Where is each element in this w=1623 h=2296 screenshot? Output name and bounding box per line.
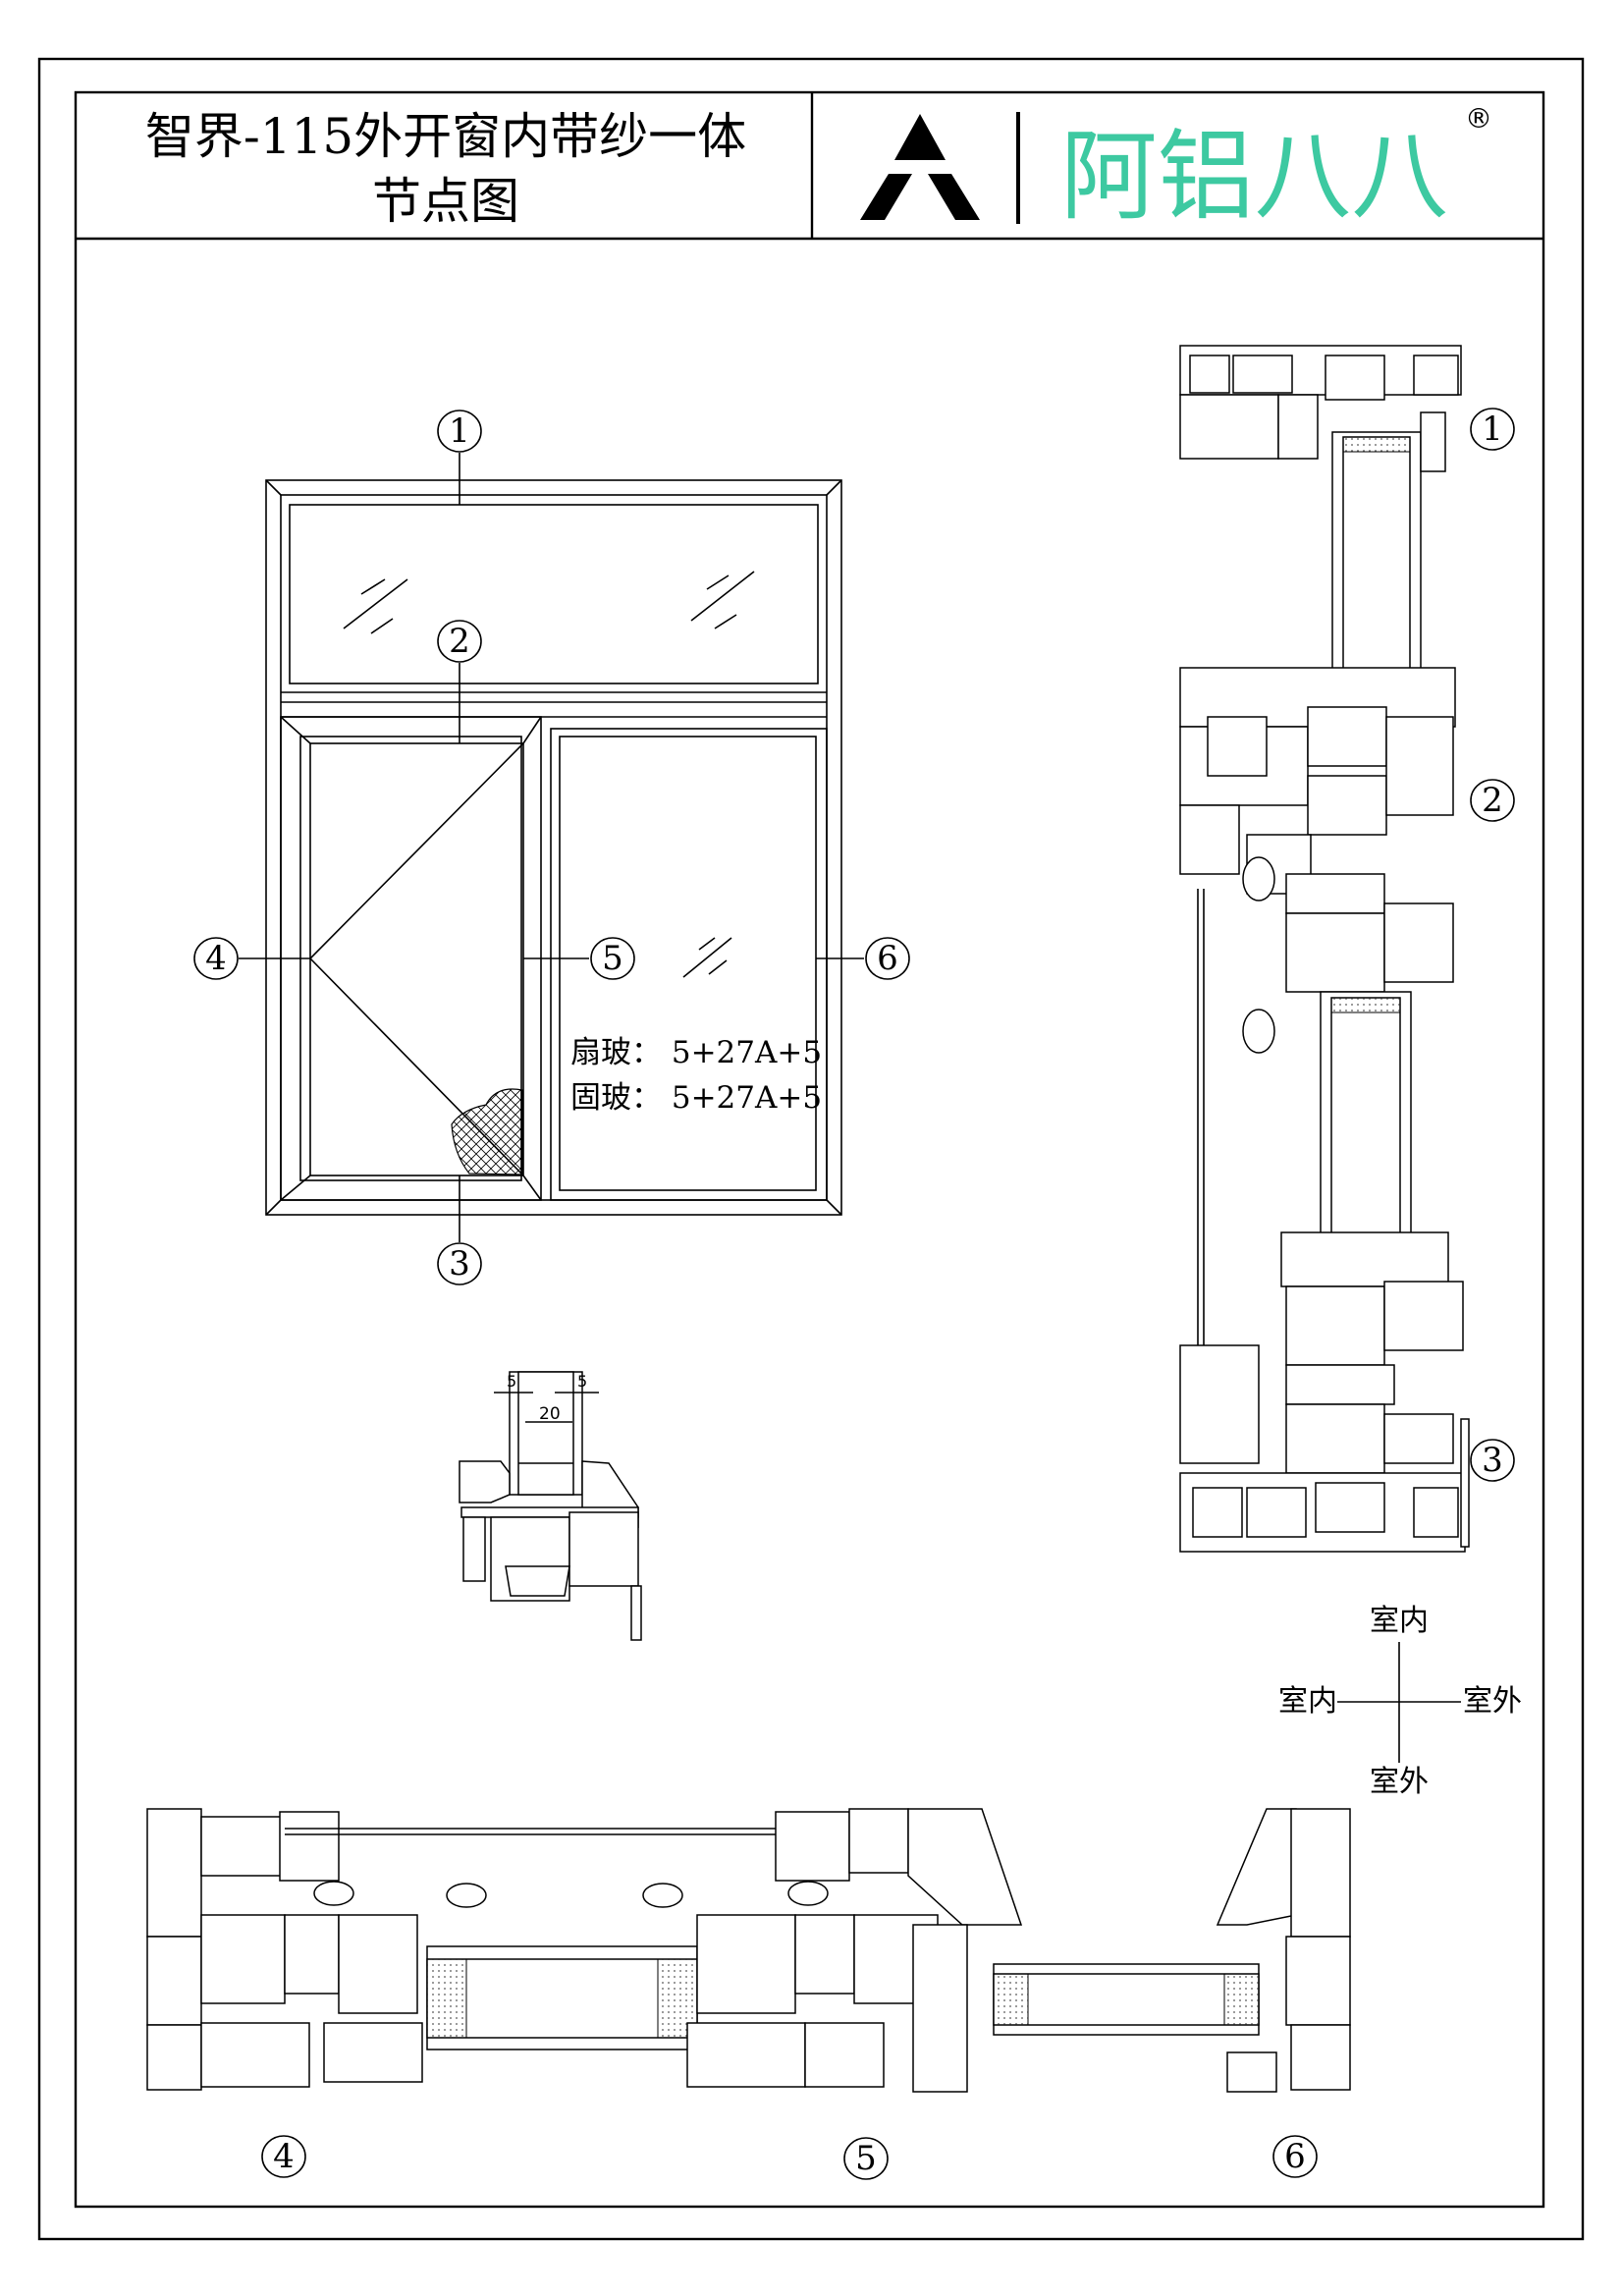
dimension-left: 5 — [507, 1372, 516, 1391]
svg-text:4: 4 — [205, 939, 227, 978]
logo-registered-mark: ® — [1465, 102, 1492, 135]
svg-text:1: 1 — [1482, 410, 1503, 449]
orientation-right-label: 室外 — [1463, 1684, 1522, 1719]
callout-3: 3 — [1470, 1439, 1515, 1482]
vertical-section-callouts: 1 2 3 — [1470, 408, 1515, 1482]
vertical-section — [1179, 345, 1470, 1553]
inner-border — [74, 90, 1545, 2209]
insect-screen-mesh — [451, 1088, 523, 1175]
sash-glass-spec: 扇玻： 5+27A+5 — [570, 1035, 822, 1070]
callout-5: 5 — [843, 2137, 889, 2180]
dimension-gap: 20 — [539, 1404, 561, 1424]
title-line-2: 节点图 — [372, 173, 519, 230]
svg-text:4: 4 — [273, 2137, 295, 2176]
orientation-indicator: 室内 室内 室外 室外 — [1278, 1604, 1522, 1799]
window-elevation — [239, 453, 864, 1242]
title-line-1: 智界-115外开窗内带纱一体 — [145, 108, 746, 165]
callout-4: 4 — [193, 937, 239, 980]
elevation-callouts: 1 2 3 4 5 6 — [193, 410, 910, 1285]
logo-triangle-icon — [860, 114, 980, 220]
logo-text: 阿铝八八 — [1060, 119, 1448, 234]
svg-text:1: 1 — [449, 411, 470, 451]
detail-section: 5 20 5 — [459, 1371, 642, 1641]
outer-border — [37, 57, 1585, 2241]
svg-text:3: 3 — [1482, 1441, 1503, 1480]
callout-2: 2 — [437, 620, 482, 663]
svg-text:3: 3 — [449, 1244, 470, 1284]
horizontal-section-callouts: 4 5 6 — [261, 2135, 1318, 2180]
orientation-bottom-label: 室外 — [1370, 1765, 1429, 1799]
svg-text:6: 6 — [1284, 2137, 1306, 2176]
callout-6: 6 — [865, 937, 910, 980]
svg-text:2: 2 — [449, 622, 470, 661]
callout-6: 6 — [1272, 2135, 1318, 2178]
svg-text:2: 2 — [1482, 781, 1503, 820]
svg-text:5: 5 — [855, 2139, 877, 2178]
callout-3: 3 — [437, 1242, 482, 1285]
orientation-top-label: 室内 — [1370, 1604, 1429, 1638]
svg-text:6: 6 — [877, 939, 898, 978]
callout-1: 1 — [437, 410, 482, 453]
orientation-left-label: 室内 — [1278, 1684, 1337, 1719]
svg-text:5: 5 — [602, 939, 623, 978]
callout-5: 5 — [590, 937, 635, 980]
fixed-glass-spec: 固玻： 5+27A+5 — [570, 1080, 822, 1116]
callout-4: 4 — [261, 2135, 306, 2178]
callout-1: 1 — [1470, 408, 1515, 451]
dimension-right: 5 — [577, 1372, 587, 1391]
callout-2: 2 — [1470, 779, 1515, 822]
horizontal-section — [146, 1808, 1351, 2093]
